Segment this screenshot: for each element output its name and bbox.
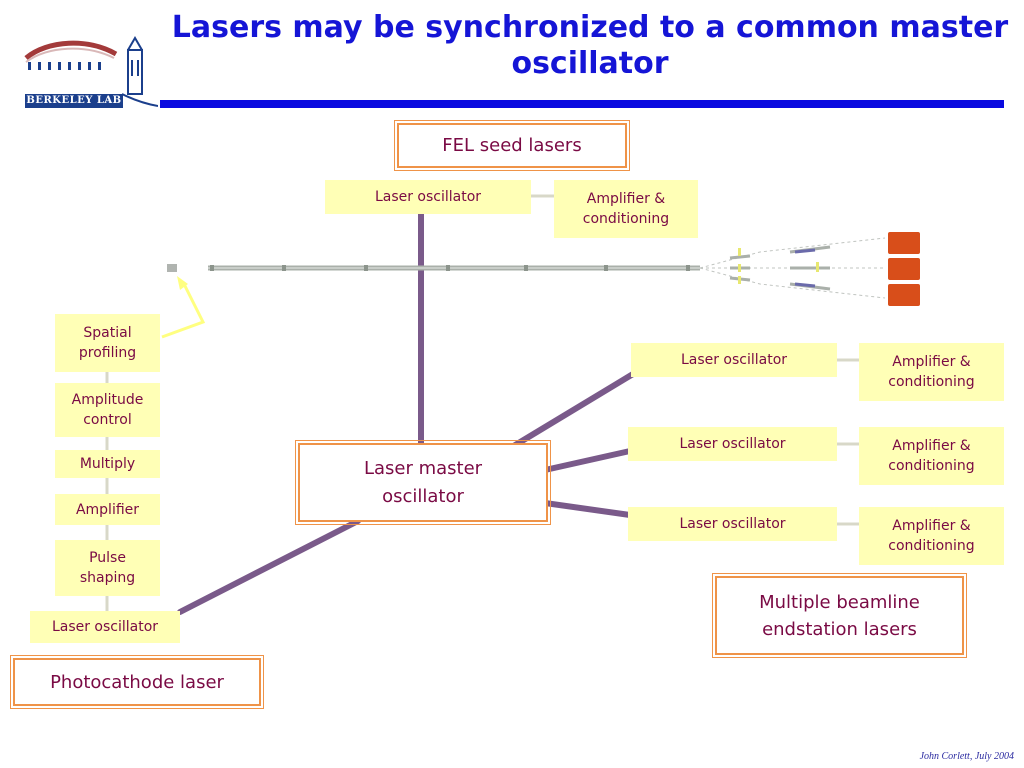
title-underline (160, 100, 1004, 108)
endstation-2-amplifier-box: Amplifier & conditioning (859, 427, 1004, 485)
beamline-source (167, 264, 177, 272)
fel-amplifier-box: Amplifier & conditioning (554, 180, 698, 238)
amplifier-box: Amplifier (55, 494, 160, 525)
logo-text: BERKELEY LAB (25, 94, 123, 108)
slide-title: Lasers may be synchronized to a common m… (171, 10, 1009, 81)
master-links (177, 210, 636, 615)
beamline (167, 232, 920, 306)
link-to-endstation-1 (509, 371, 636, 450)
fel-seed-lasers-label: FEL seed lasers (394, 120, 630, 171)
spatial-profiling-box: Spatial profiling (55, 314, 160, 372)
endstation-targets (888, 232, 920, 306)
multiply-box: Multiply (55, 450, 160, 478)
endstation-1-oscillator-box: Laser oscillator (631, 343, 837, 377)
amplitude-control-box: Amplitude control (55, 383, 160, 437)
berkeley-lab-logo (24, 36, 158, 107)
link-to-photocathode (177, 518, 361, 615)
endstation-1-amplifier-box: Amplifier & conditioning (859, 343, 1004, 401)
endstation-3-oscillator-box: Laser oscillator (628, 507, 837, 541)
fel-laser-oscillator-box: Laser oscillator (325, 180, 531, 214)
endstation-3-amplifier-box: Amplifier & conditioning (859, 507, 1004, 565)
pulse-shaping-box: Pulse shaping (55, 540, 160, 596)
laser-master-oscillator: Laser master oscillator (295, 440, 551, 525)
chain-ticks (105, 194, 860, 611)
footer-credit: John Corlett, July 2004 (919, 751, 1014, 762)
photocathode-laser-oscillator-box: Laser oscillator (30, 611, 180, 643)
link-to-endstation-3 (542, 500, 633, 518)
link-to-endstation-2 (542, 448, 633, 473)
multiple-beamline-endstation-label: Multiple beamline endstation lasers (712, 573, 967, 658)
photocathode-laser-label: Photocathode laser (10, 655, 264, 709)
endstation-2-oscillator-box: Laser oscillator (628, 427, 837, 461)
photocathode-pointer (161, 281, 206, 339)
